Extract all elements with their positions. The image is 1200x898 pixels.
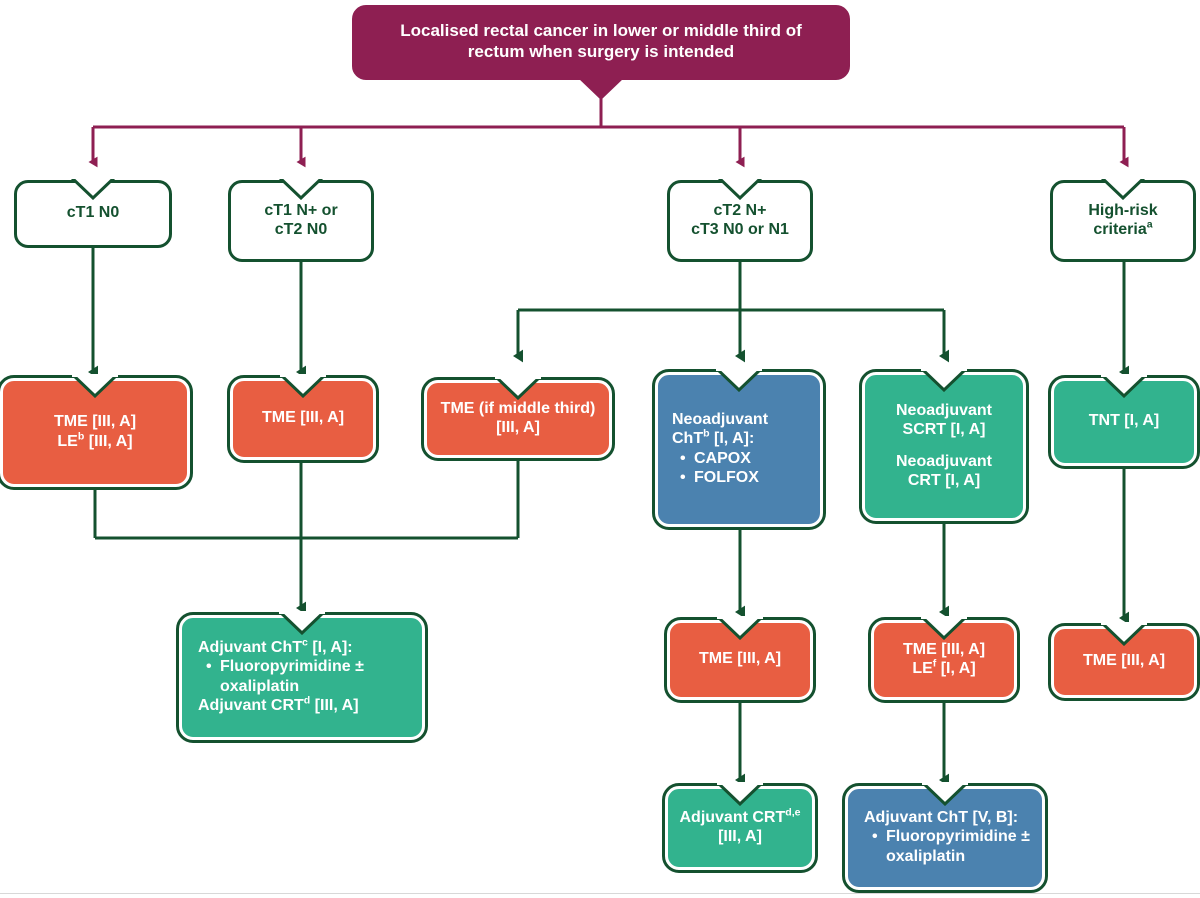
node-adjuvant-crt[interactable]: Adjuvant CRTd,e [III, A] xyxy=(662,782,818,873)
list-item: Fluoropyrimidine ± oxaliplatin xyxy=(870,827,1032,865)
neoadj-scrt-line-1: Neoadjuvant xyxy=(895,402,992,420)
green-connectors xyxy=(88,248,1129,787)
adjuvant-cht-line-3: Adjuvant CRTd [III, A] xyxy=(198,694,359,714)
list-item: FOLFOX xyxy=(678,468,810,487)
node-tnt[interactable]: TNT [I, A] xyxy=(1048,374,1200,469)
node-tme-le-f[interactable]: TME [III, A] LEf [I, A] xyxy=(868,616,1020,703)
tme-le-line-1: TME [III, A] xyxy=(53,413,137,431)
tme-middle-line-2: [III, A] xyxy=(496,419,540,436)
node-tme-3[interactable]: TME [III, A] xyxy=(1048,622,1200,701)
node-stage-ct1-np[interactable]: cT1 N+ or cT2 N0 xyxy=(228,176,374,262)
node-stage-high-risk[interactable]: High-risk criteriaa xyxy=(1050,176,1196,262)
tme-3-line-1: TME [III, A] xyxy=(1082,652,1166,670)
tme-1-line-1: TME [III, A] xyxy=(261,409,345,427)
footnote-marker-b: b xyxy=(703,427,710,440)
neoadj-cht-line-1: Neoadjuvant xyxy=(672,411,769,429)
stage-ct1-np-line-2: cT2 N0 xyxy=(274,221,328,238)
node-stage-ct2-np[interactable]: cT2 N+ cT3 N0 or N1 xyxy=(667,176,813,262)
adjuvant-cht-bullets: Fluoropyrimidine ± oxaliplatin xyxy=(198,657,412,695)
list-item: CAPOX xyxy=(678,449,810,468)
stage-ct1-np-line-1: cT1 N+ or xyxy=(264,201,338,219)
tme-le-f-line-2: LEf [I, A] xyxy=(912,657,976,677)
stage-ct1-n0-line-1: cT1 N0 xyxy=(66,204,120,222)
neoadj-crt-line-4: CRT [I, A] xyxy=(907,471,981,489)
neoadj-cht-bullets: CAPOX FOLFOX xyxy=(672,449,810,488)
maroon-connectors xyxy=(88,96,1129,168)
tme-2-line-1: TME [III, A] xyxy=(698,650,782,668)
list-item: Fluoropyrimidine ± oxaliplatin xyxy=(204,657,412,695)
footnote-marker-a: a xyxy=(1146,218,1153,231)
node-tme-le[interactable]: TME [III, A] LEb [III, A] xyxy=(0,374,193,490)
adjuvant-crt-line-1: Adjuvant CRTd,e xyxy=(679,806,801,826)
node-neoadjuvant-scrt-crt[interactable]: Neoadjuvant SCRT [I, A] Neoadjuvant CRT … xyxy=(859,368,1029,524)
neoadj-scrt-line-2: SCRT [I, A] xyxy=(902,421,986,439)
adjuvant-cht-v-bullets: Fluoropyrimidine ± oxaliplatin xyxy=(864,827,1032,865)
node-adjuvant-cht[interactable]: Adjuvant ChTc [I, A]: Fluoropyrimidine ±… xyxy=(176,611,428,743)
node-tme-1[interactable]: TME [III, A] xyxy=(227,374,379,463)
adjuvant-crt-line-2: [III, A] xyxy=(718,828,762,845)
stage-ct2-np-line-2: cT3 N0 or N1 xyxy=(691,221,789,238)
node-stage-ct1-n0[interactable]: cT1 N0 xyxy=(14,176,172,248)
tme-le-f-line-1: TME [III, A] xyxy=(902,640,986,658)
neoadj-cht-line-2: ChTb [I, A]: xyxy=(672,427,755,448)
root-line-1: Localised rectal cancer in lower or midd… xyxy=(400,21,802,41)
stage-high-risk-line-1: High-risk xyxy=(1088,201,1158,219)
footnote-marker-d: d xyxy=(303,694,311,707)
neoadj-crt-line-3: Neoadjuvant xyxy=(895,452,992,470)
node-neoadjuvant-cht[interactable]: Neoadjuvant ChTb [I, A]: CAPOX FOLFOX xyxy=(652,368,826,530)
footnote-marker-b: b xyxy=(77,430,85,443)
tnt-line-1: TNT [I, A] xyxy=(1088,412,1160,430)
node-adjuvant-cht-v[interactable]: Adjuvant ChT [V, B]: Fluoropyrimidine ± … xyxy=(842,782,1048,893)
tme-middle-line-1: TME (if middle third) xyxy=(440,399,596,417)
footnote-marker-f: f xyxy=(932,657,937,670)
tme-le-line-2: LEb [III, A] xyxy=(57,430,133,450)
node-tme-middle-third[interactable]: TME (if middle third) [III, A] xyxy=(421,376,615,461)
adjuvant-cht-v-line-1: Adjuvant ChT [V, B]: xyxy=(864,809,1019,827)
node-root[interactable]: Localised rectal cancer in lower or midd… xyxy=(352,5,850,100)
stage-ct2-np-line-1: cT2 N+ xyxy=(713,201,767,219)
adjuvant-cht-line-1: Adjuvant ChTc [I, A]: xyxy=(198,636,353,657)
node-tme-2[interactable]: TME [III, A] xyxy=(664,616,816,703)
footnote-marker-de: d,e xyxy=(785,806,801,819)
root-line-2: rectum when surgery is intended xyxy=(467,41,735,61)
stage-high-risk-line-2: criteriaa xyxy=(1093,218,1153,238)
bottom-divider xyxy=(0,893,1200,894)
footnote-marker-c: c xyxy=(302,636,308,649)
